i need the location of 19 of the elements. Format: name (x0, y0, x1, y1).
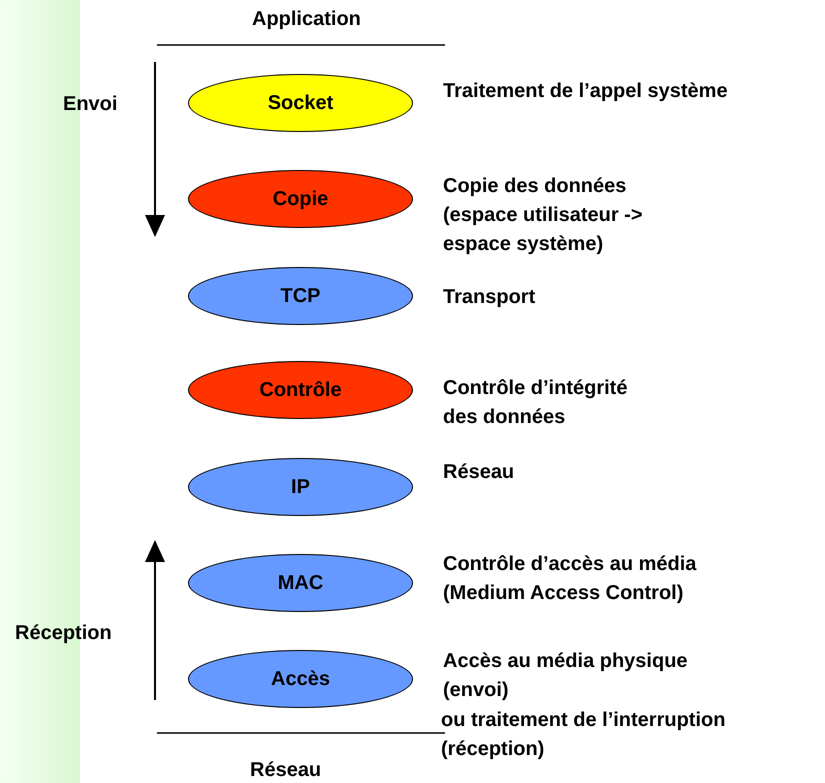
layer-description: Copie des données (espace utilisateur -> espace système) (443, 174, 644, 257)
layer-description: Contrôle d’accès au média (Medium Access Control) (443, 552, 698, 606)
layer-description: Réseau (443, 460, 516, 485)
layer-description: Accès au média physique (envoi) (443, 649, 689, 703)
layer-name: IP (291, 476, 310, 498)
layer-description: Transport (443, 285, 536, 310)
layer-name: Accès (271, 668, 330, 690)
heading-label: Réseau (250, 759, 322, 782)
layer-name: Socket (268, 92, 334, 114)
layer-name: Copie (272, 188, 328, 210)
direction-label: Réception (15, 622, 112, 645)
layer-name: TCP (280, 284, 320, 308)
layer-description: Traitement de l’appel système (443, 79, 729, 104)
layer-name: MAC (278, 572, 324, 594)
layer-name: Contrôle (259, 378, 342, 402)
heading-label: Application (252, 8, 361, 31)
layer-description: ou traitement de l’interruption (réception) (441, 708, 726, 762)
direction-label: Envoi (63, 93, 118, 116)
layer-description: Contrôle d’intégrité des données (443, 376, 628, 430)
